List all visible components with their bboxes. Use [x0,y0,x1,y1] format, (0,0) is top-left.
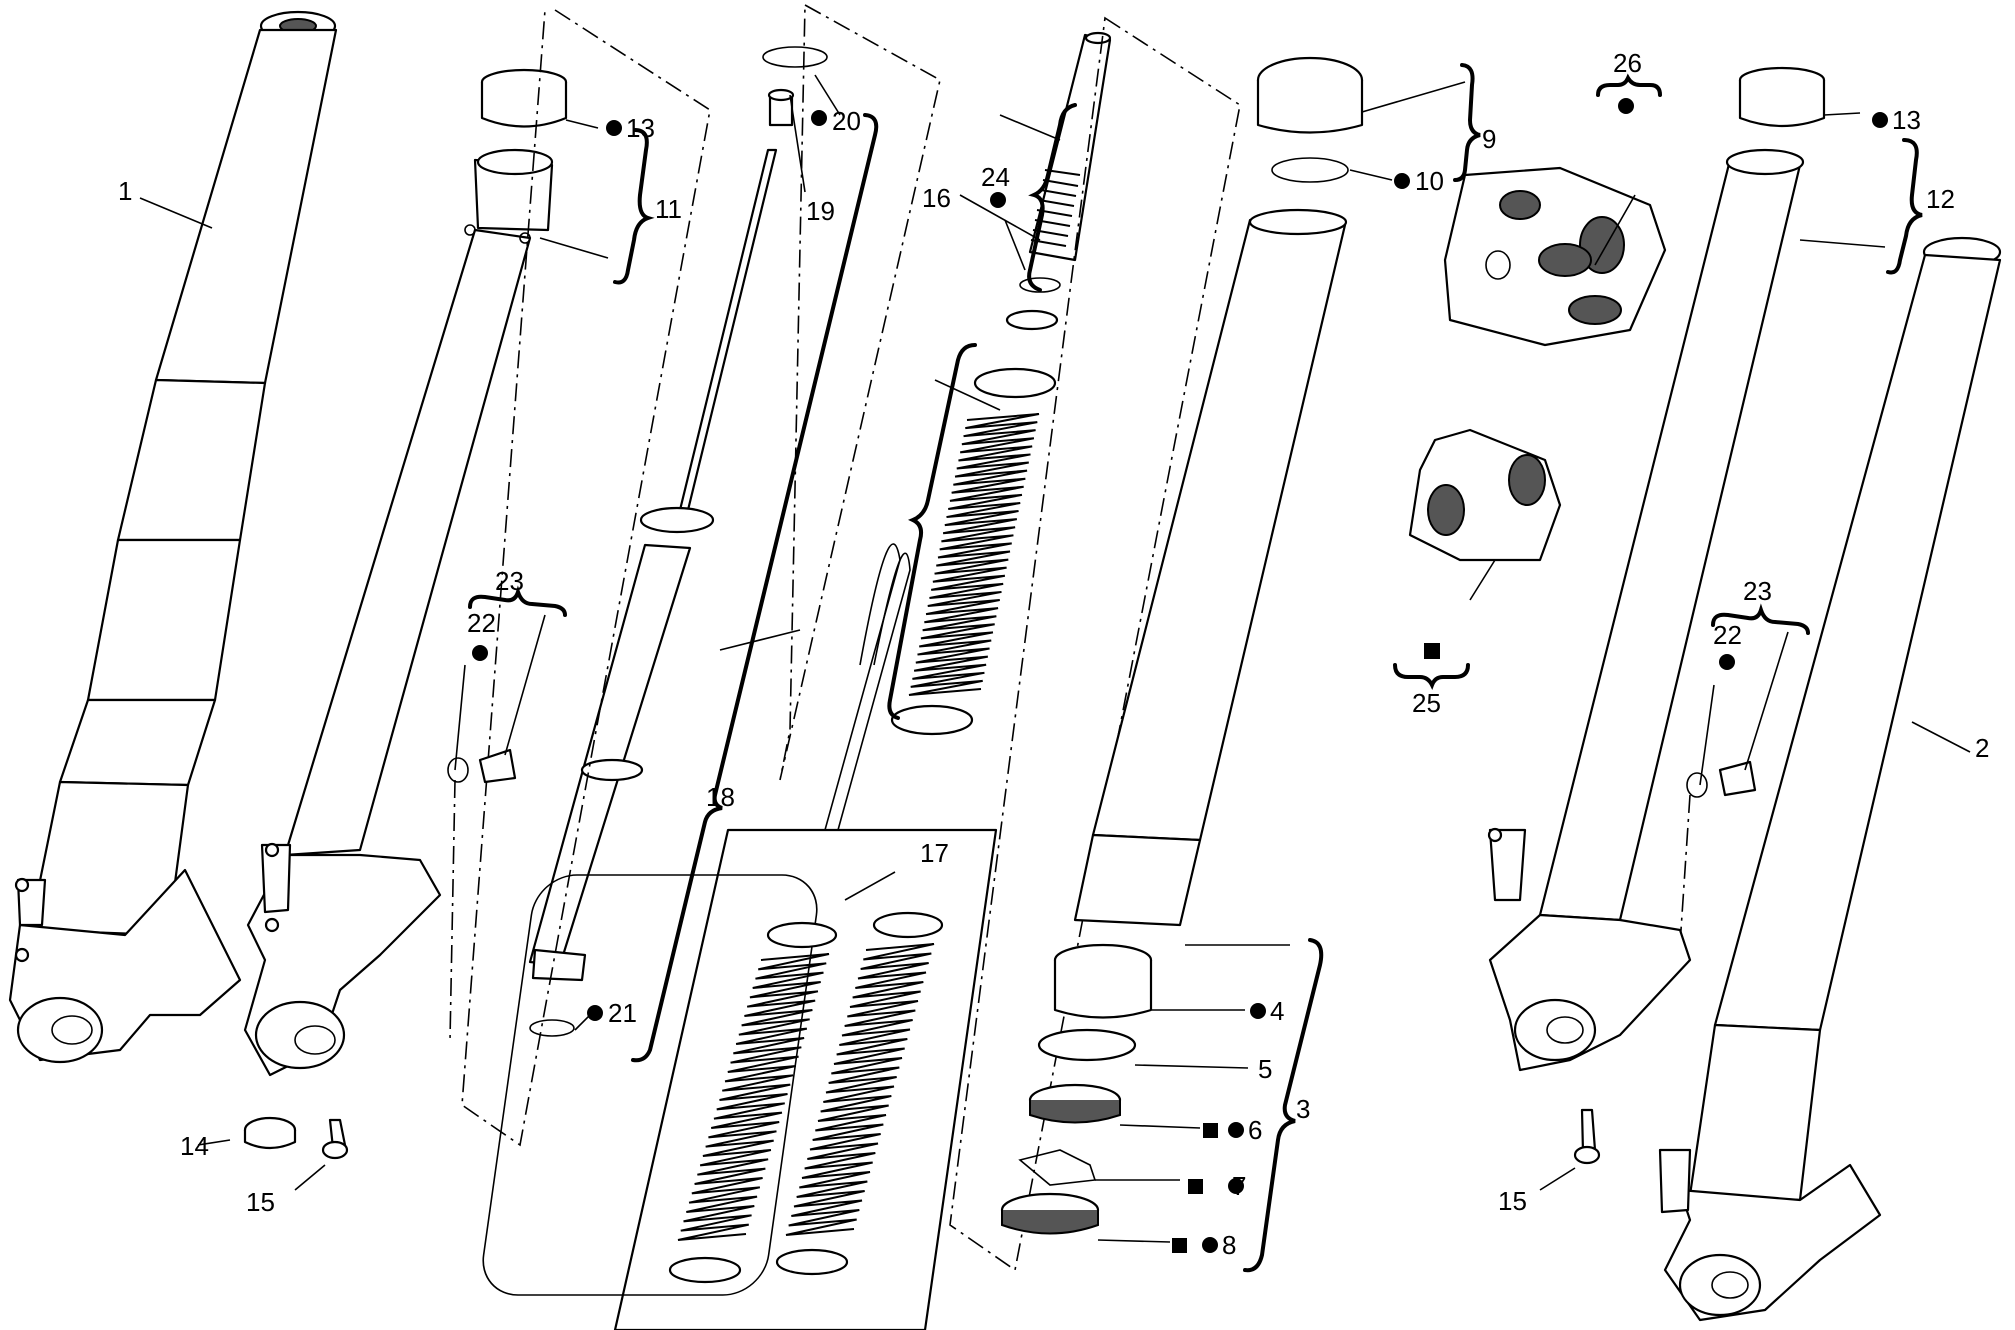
seal-stack-4-8 [1000,943,1153,1235]
callout-21: 21 [608,998,637,1028]
callout-7: 7 [1232,1171,1246,1201]
fork-leg-right-inner [1487,148,1805,1072]
screw-15-right [1573,1108,1601,1165]
fork-tube-3 [1073,56,1364,927]
bullet-marker [1228,1122,1244,1138]
square-marker [1424,643,1440,659]
markers [472,98,1888,1253]
preload-tube-16 [1005,31,1112,331]
nut-14 [243,1116,297,1150]
square-marker [1188,1179,1203,1194]
callout-4: 4 [1270,996,1284,1026]
callout-13-right: 13 [1892,105,1921,135]
callout-10: 10 [1415,166,1444,196]
leader-lines [139,74,1971,1243]
bullet-marker [606,120,622,136]
damper-rod-18 [528,148,778,982]
callout-labels: 1 2 3 4 5 6 7 8 9 10 11 12 13 13 14 15 1… [118,48,1989,1260]
spring-main [890,367,1057,736]
bullet-marker [811,110,827,126]
screw-15-left [321,1118,349,1160]
clamp-26 [1443,166,1667,347]
ring-21 [529,1019,575,1037]
callout-22-left: 22 [467,608,496,638]
braces [468,63,1923,1273]
callout-20: 20 [832,106,861,136]
callout-14: 14 [180,1131,209,1161]
square-marker [1172,1238,1187,1253]
spring-kit-17-box [482,543,998,1330]
nut-19 [767,88,795,127]
callout-12: 12 [1926,184,1955,214]
bullet-marker [1202,1237,1218,1253]
callout-23-left: 23 [495,566,524,596]
bleed-screw-right [1686,760,1757,798]
square-marker [1203,1123,1218,1138]
callout-5: 5 [1258,1054,1272,1084]
callout-22-right: 22 [1713,620,1742,650]
callout-15-right: 15 [1498,1186,1527,1216]
bullet-marker [990,192,1006,208]
bullet-marker [1872,112,1888,128]
bullet-marker [1250,1003,1266,1019]
callout-9: 9 [1482,124,1496,154]
callout-2: 2 [1975,733,1989,763]
callout-19: 19 [806,196,835,226]
fork-leg-left-inner [243,148,554,1077]
bleed-screw-left [447,748,517,784]
clamp-25 [1408,428,1562,562]
callout-8: 8 [1222,1230,1236,1260]
bullet-marker [472,645,488,661]
bullet-marker [1394,173,1410,189]
callout-15-left: 15 [246,1187,275,1217]
assembly-lines [449,4,1691,1272]
callout-24: 24 [981,162,1010,192]
callout-25: 25 [1412,688,1441,718]
callout-1: 1 [118,176,132,206]
callout-11: 11 [655,194,682,224]
bushing-13-left [480,68,568,128]
callout-13-left: 13 [626,113,655,143]
bullet-marker [1228,1178,1244,1194]
bullet-marker [587,1005,603,1021]
callout-17: 17 [920,838,949,868]
callout-6: 6 [1248,1115,1262,1145]
bullet-marker [1719,654,1735,670]
callout-18: 18 [706,782,735,812]
bushing-13-right [1738,66,1826,128]
ring-20 [762,46,828,68]
fork-leg-right-outer [1658,236,2002,1322]
callout-3: 3 [1296,1094,1310,1124]
fork-leg-left-outer [8,10,338,1064]
callout-23-right: 23 [1743,576,1772,606]
callout-26: 26 [1613,48,1642,78]
bullet-marker [1618,98,1634,114]
callout-16: 16 [922,183,951,213]
